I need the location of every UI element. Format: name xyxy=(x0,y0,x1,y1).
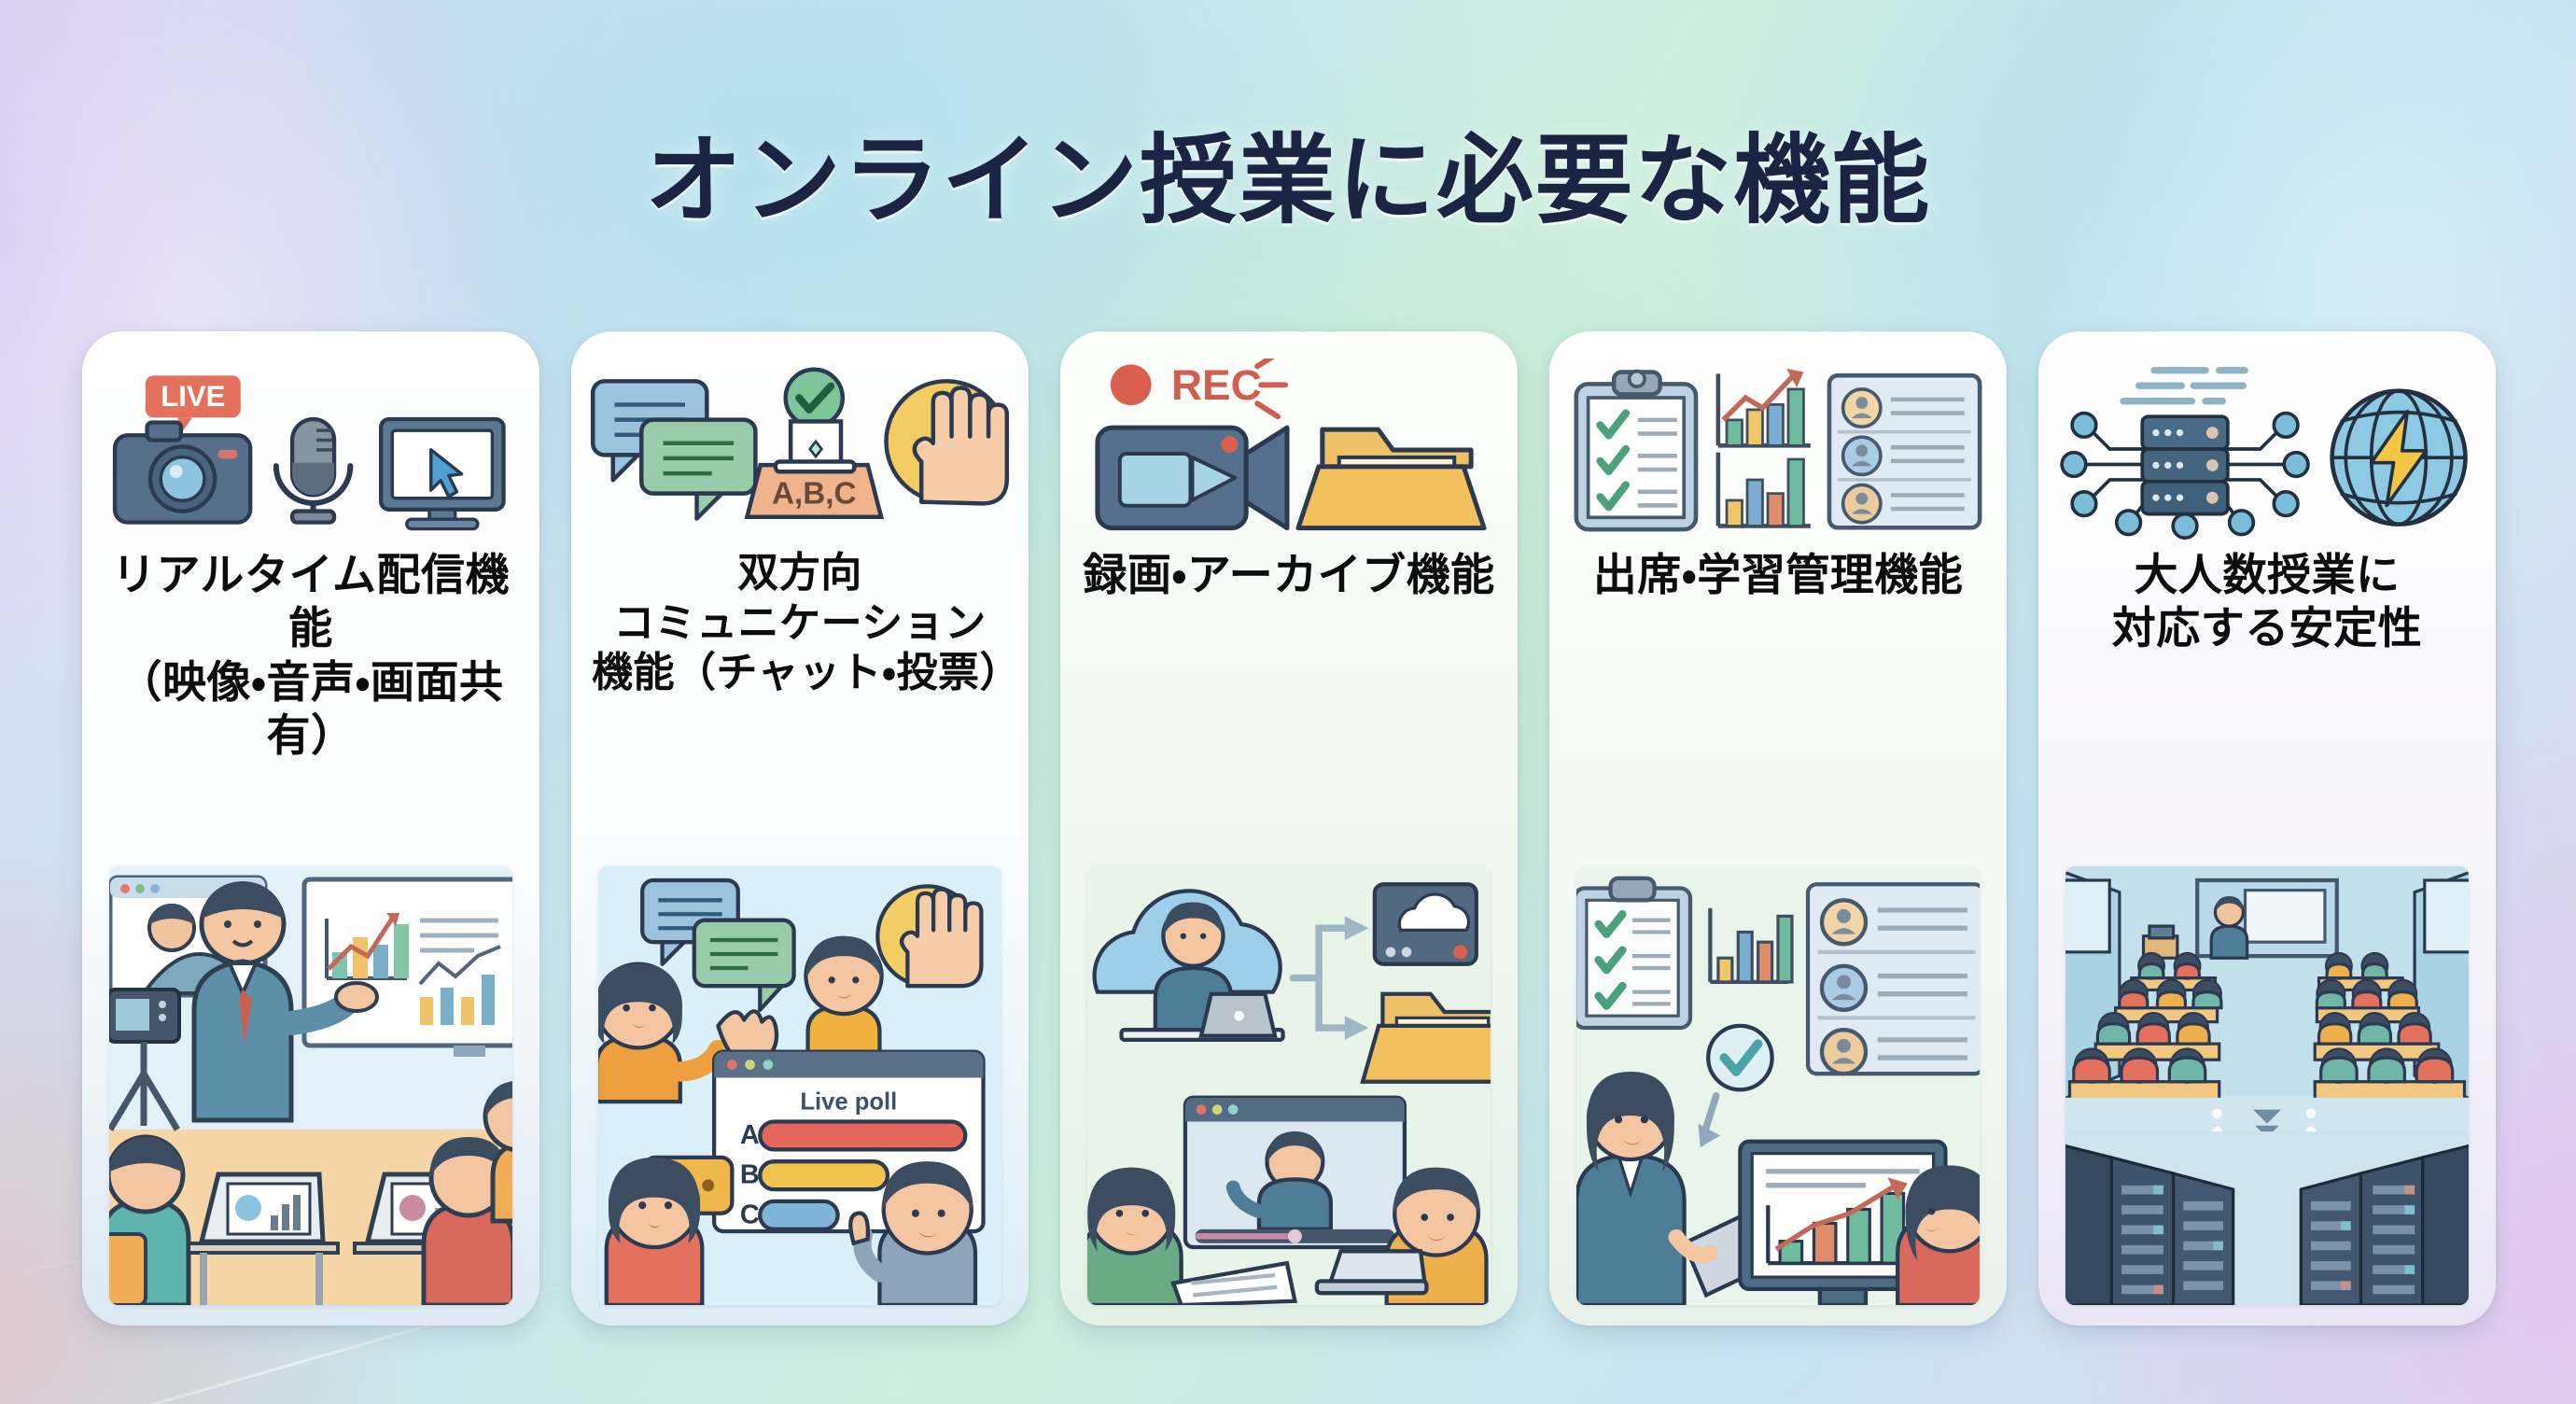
card-label-line-1: 双方向 xyxy=(737,550,862,596)
card-label: 出席・学習管理機能 xyxy=(1588,548,1968,601)
feature-card-recording-archive[interactable]: REC xyxy=(1060,331,1518,1326)
poll-option-a: A xyxy=(740,1120,760,1150)
raised-hand-icon xyxy=(884,378,1010,506)
card-label: リアルタイム配信機能 （映像・音声・画面共有） xyxy=(97,548,525,762)
feature-card-row: LIVE xyxy=(82,331,2496,1326)
card-label-line-1: 大人数授業に xyxy=(2134,550,2401,599)
feature-card-large-class-stability[interactable]: 大人数授業に 対応する安定性 xyxy=(2038,331,2496,1326)
roster-card-icon xyxy=(1827,372,1982,530)
globe-lightning-icon xyxy=(2330,388,2468,526)
card-label-line-1: 出席・学習管理機能 xyxy=(1592,550,1964,599)
live-badge: LIVE xyxy=(145,375,241,434)
clipboard-checklist-icon xyxy=(1574,369,1699,532)
card-icon-row: LIVE xyxy=(97,356,525,542)
card-label-line-2: コミュニケーション xyxy=(613,599,987,646)
card-label-line-2: 対応する安定性 xyxy=(2111,603,2423,653)
card-illustration-cloud-archive xyxy=(1087,866,1491,1305)
card-illustration-attendance-dashboard xyxy=(1576,866,1980,1305)
bar-chart-icon xyxy=(1715,368,1811,528)
svg-text:LIVE: LIVE xyxy=(161,380,225,413)
chat-bubbles-icon xyxy=(590,378,758,521)
card-label-line-2: （映像・音声・画面共有） xyxy=(118,656,504,760)
rec-label: REC xyxy=(1171,361,1262,409)
page-title: オンライン授業に必要な機能 xyxy=(644,127,1931,235)
poll-option-b: B xyxy=(740,1160,760,1190)
check-circle-icon xyxy=(1698,1023,1774,1148)
card-icon-row: REC xyxy=(1075,356,1503,542)
video-camera-icon xyxy=(1095,425,1290,530)
card-label: 双方向 コミュニケーション 機能（チャット・投票） xyxy=(586,548,1022,698)
card-illustration-lecture-hall-datacenter xyxy=(2065,866,2469,1305)
ballot-box-label: A,B,C xyxy=(772,476,856,511)
card-illustration-classroom xyxy=(109,866,512,1305)
card-illustration-interactive-poll: Live poll A B C xyxy=(598,866,1001,1305)
camera-icon xyxy=(112,420,253,525)
rec-dot-icon: REC xyxy=(1110,358,1289,419)
card-label: 大人数授業に 対応する安定性 xyxy=(2107,548,2429,655)
card-label-line-1: リアルタイム配信機能 xyxy=(111,550,511,653)
server-network-icon xyxy=(2060,367,2310,541)
card-label: 録画・アーカイブ機能 xyxy=(1077,548,1500,601)
card-label-line-1: 録画・アーカイブ機能 xyxy=(1083,550,1495,599)
poll-title: Live poll xyxy=(800,1089,897,1116)
card-icon-row xyxy=(2053,356,2481,542)
feature-card-two-way-communication[interactable]: A,B,C 双方向 コミュニケーション 機能（チャット・投票） xyxy=(571,331,1029,1326)
feature-card-attendance-management[interactable]: 出席・学習管理機能 xyxy=(1549,331,2007,1326)
card-icon-row xyxy=(1564,356,1992,542)
title-area: オンライン授業に必要な機能 xyxy=(0,101,2576,242)
card-label-line-3: 機能（チャット・投票） xyxy=(592,650,1022,696)
microphone-icon xyxy=(273,416,354,525)
ballot-box-icon: A,B,C xyxy=(744,366,885,519)
feature-card-realtime-streaming[interactable]: LIVE xyxy=(82,331,539,1326)
poll-option-c: C xyxy=(740,1200,760,1229)
folder-icon xyxy=(1295,427,1487,530)
monitor-cursor-icon xyxy=(379,416,506,531)
card-icon-row: A,B,C xyxy=(586,356,1014,542)
